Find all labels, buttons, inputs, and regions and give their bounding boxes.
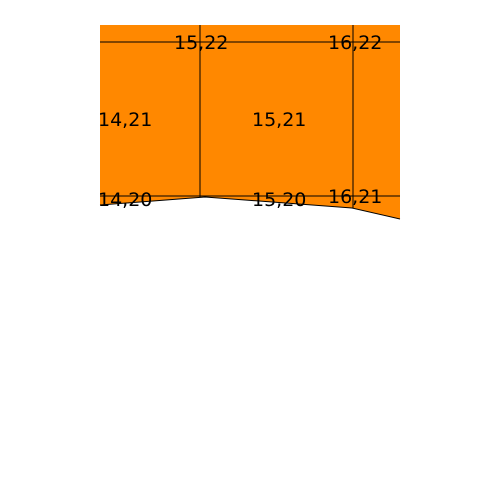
map-region-fill	[100, 25, 400, 219]
tile-label: 15,22	[174, 32, 228, 54]
tile-label: 16,22	[328, 32, 382, 54]
region-boundary	[99, 196, 401, 220]
tile-label: 14,21	[98, 109, 152, 131]
tile-label: 15,20	[252, 189, 306, 211]
tile-label: 15,21	[252, 109, 306, 131]
tile-label: 16,21	[328, 186, 382, 208]
tile-label: 14,20	[98, 189, 152, 211]
